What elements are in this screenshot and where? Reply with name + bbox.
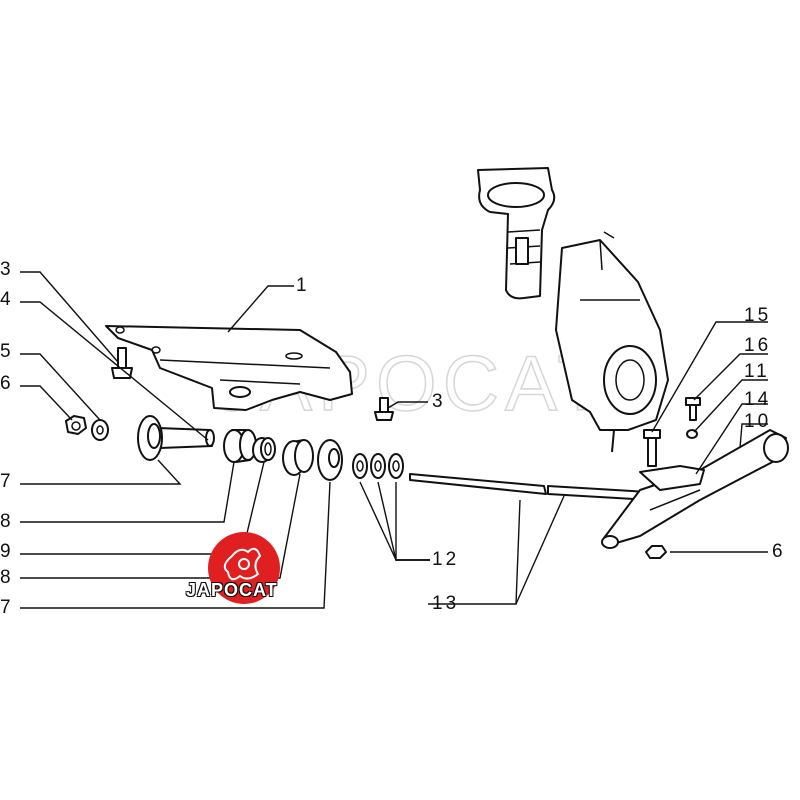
japocat-logo [208,532,280,604]
leader-lines [20,271,768,609]
nut-right [645,545,667,559]
cup-sleeve [317,439,343,481]
washer-left [91,419,109,441]
callout-9: 9 [0,541,14,562]
callout-12: 12 [432,549,460,570]
callout-6: 6 [0,373,14,394]
logo-wordmark: JAPOCAT [186,580,278,600]
bolt-left [111,347,133,379]
callout-14: 14 [744,389,772,410]
callout-1: 1 [296,275,310,296]
bushing-outer [282,439,314,476]
callout-11: 11 [744,361,770,382]
bolt-center [374,397,394,421]
callout-6-right: 6 [772,541,786,562]
spacer [252,437,276,463]
callout-3: 3 [0,259,14,280]
sleeve-and-pin [137,415,215,461]
strut-assembly [477,167,556,300]
callout-4: 4 [0,289,14,310]
callout-7-second: 7 [0,597,14,618]
control-arm [601,429,789,549]
washer-set [352,453,404,479]
callout-5: 5 [0,341,14,362]
nut-left [65,415,87,435]
callout-13: 13 [432,593,460,614]
callout-16: 16 [744,335,772,356]
callout-8: 8 [0,511,14,532]
callout-15: 15 [744,305,772,326]
callout-3-center: 3 [432,391,446,412]
bushing-inner [223,429,257,463]
steering-knuckle [555,231,669,453]
callout-8-second: 8 [0,567,14,588]
callout-10: 10 [744,411,772,432]
mounting-plate [639,397,705,491]
crossmember-bracket [105,325,353,411]
callout-7: 7 [0,471,14,492]
